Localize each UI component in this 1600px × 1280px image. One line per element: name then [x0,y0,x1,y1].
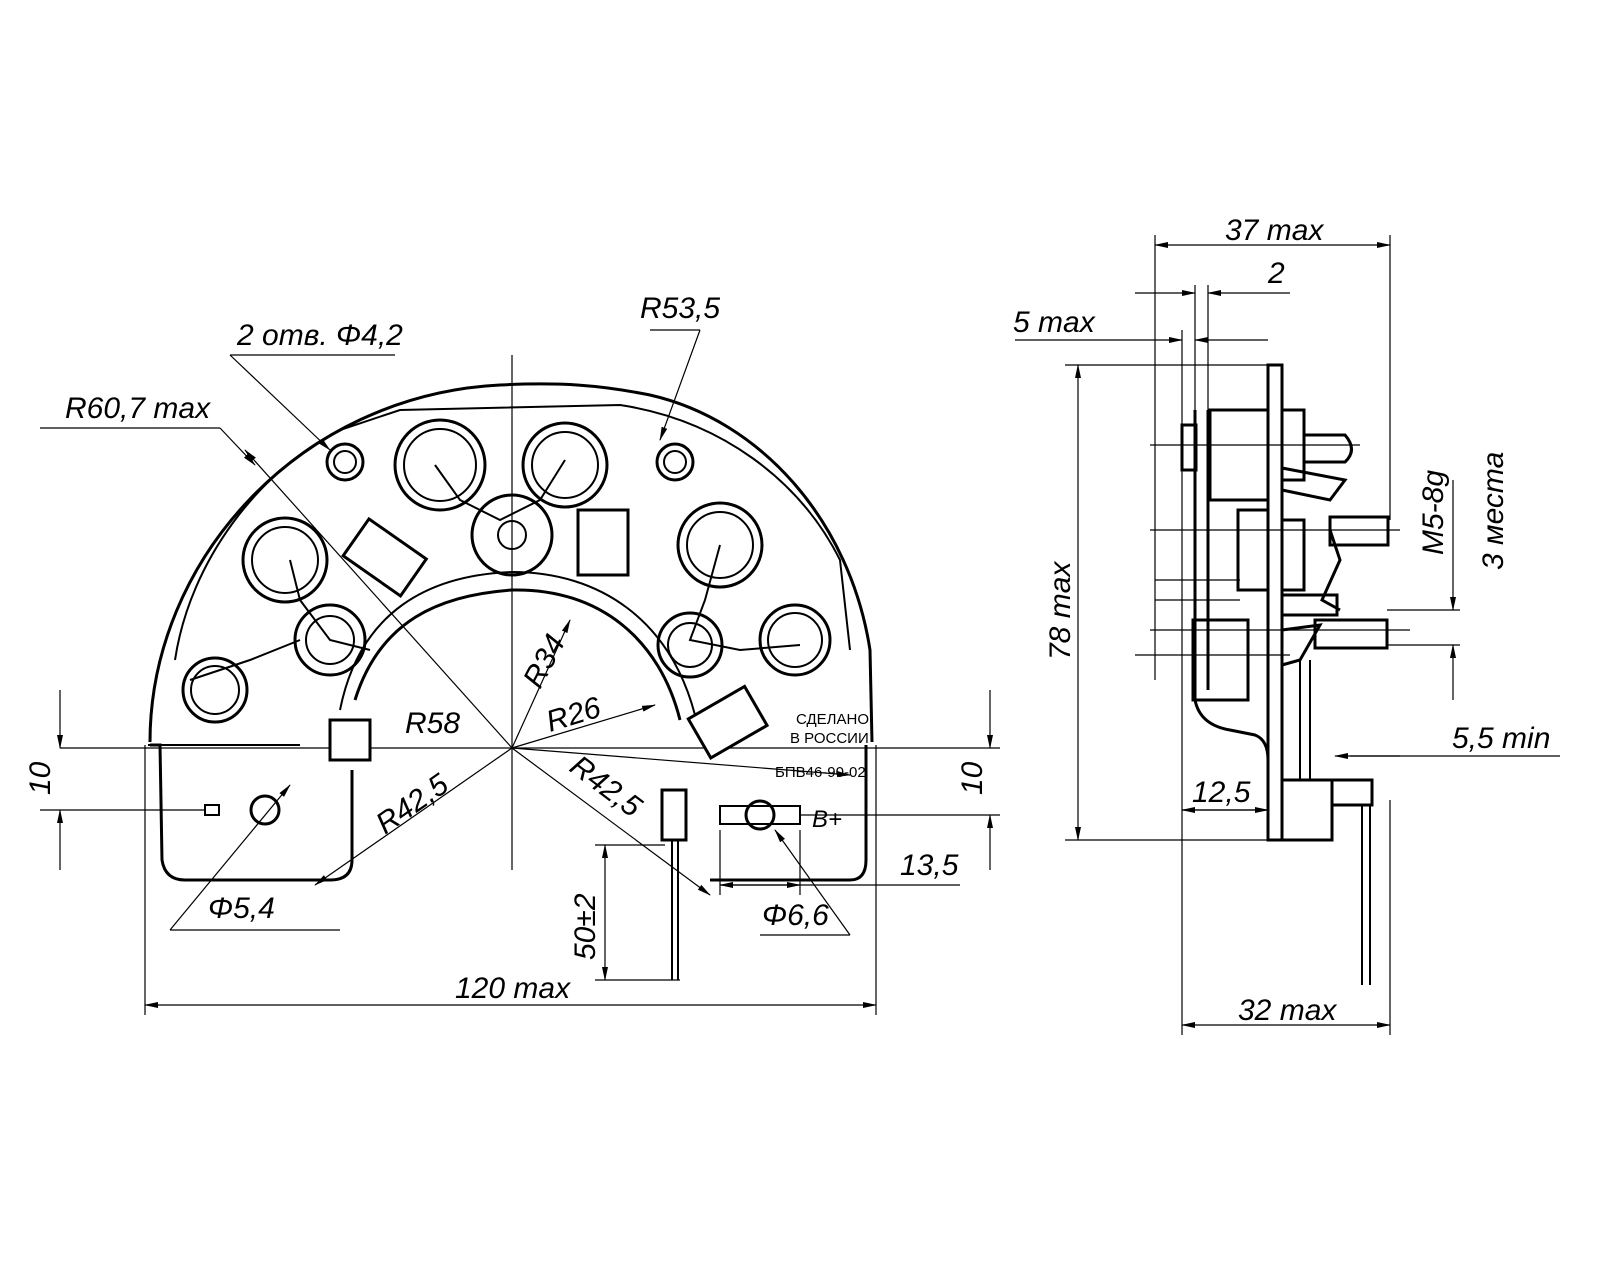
d66-label: Φ6,6 [762,899,829,932]
offset-label: 5 max [1013,306,1096,339]
r34-label: R34 [517,629,572,693]
side-center-lines [1135,444,1410,656]
r53-label: R53,5 [640,292,720,325]
side-dimension-lines [1015,235,1560,1035]
terminal-label: B+ [812,806,842,833]
part-number: БПВ46-90-02 [775,764,866,781]
mounting-block [150,743,868,882]
d135-label: 13,5 [900,849,959,882]
plate-thickness-label: 2 [1267,257,1285,290]
d54-label: Φ5,4 [208,892,275,925]
mounting-holes [204,442,801,831]
r60-label: R60,7 max [65,392,211,425]
r42-left-label: R42,5 [370,768,455,841]
bent-bracket [1193,410,1270,840]
made-in-line2: В РОССИИ [790,730,869,747]
diode-leads [189,459,801,980]
height-label: 78 max [1044,561,1077,660]
front-view: 2 отв. Φ4,2 R53,5 R60,7 max R58 R34 R26 … [24,292,1000,1015]
dim10-right-label: 10 [956,761,989,795]
side-view: 37 max 2 5 max 78 max M5-8g 3 места 5,5 … [1013,214,1560,1035]
r26-label: R26 [542,691,605,739]
holes-label: 2 отв. Φ4,2 [236,319,403,352]
inner-arc [353,588,682,721]
r42-right-label: R42,5 [564,749,648,824]
dimension-lines [40,329,1000,1015]
r58-label: R58 [405,707,460,740]
base-label: 32 max [1238,994,1337,1027]
places-label: 3 места [1477,452,1510,570]
depth-label: 37 max [1225,214,1324,247]
diode-discs [181,418,832,724]
min-gap-label: 5,5 min [1452,722,1550,755]
lead-length-label: 50±2 [569,893,602,960]
rectifier-outline [148,382,874,743]
dim10-left-label: 10 [24,761,57,795]
step-label: 12,5 [1192,776,1251,809]
thread-label: M5-8g [1417,470,1450,555]
made-in-line1: СДЕЛАНО [796,711,869,728]
width-label: 120 max [455,972,571,1005]
